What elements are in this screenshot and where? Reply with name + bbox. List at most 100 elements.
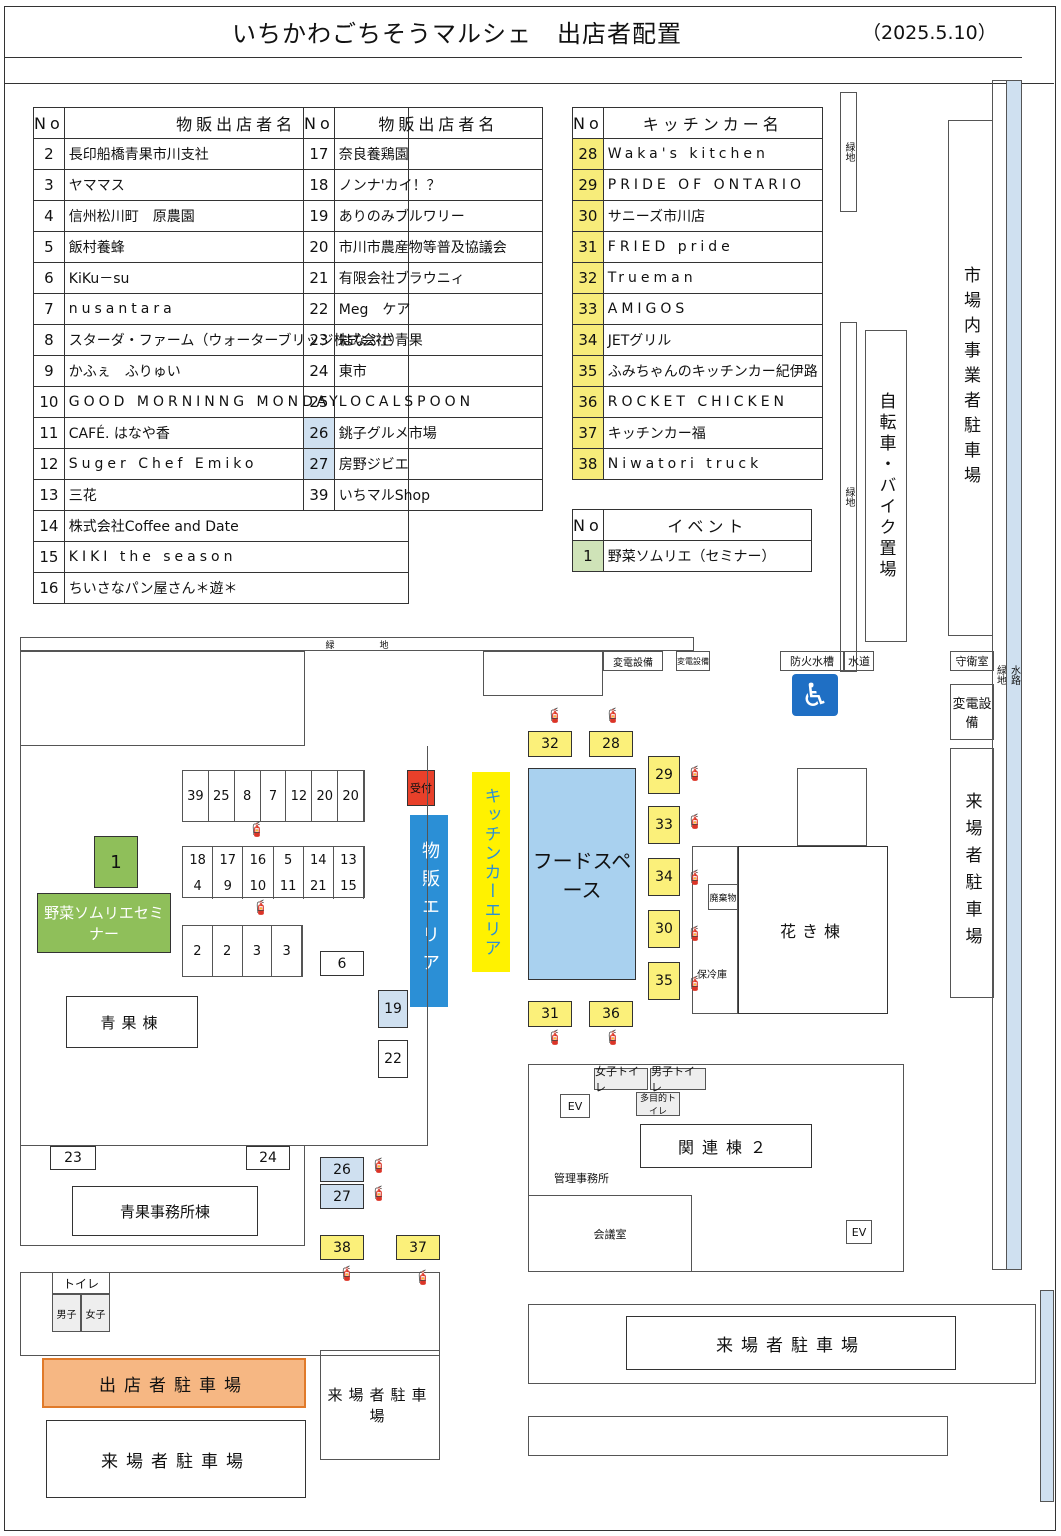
row-name: はなぶさ青果: [333, 324, 544, 356]
stall: 13: [334, 847, 365, 873]
stall: 15: [334, 873, 365, 899]
greenery-strip-mid: 緑地: [840, 322, 857, 672]
visitor-parking-right: 来場者駐車場: [950, 748, 994, 998]
kitchen-car-33: 33: [648, 806, 680, 844]
stall: 12: [286, 771, 313, 821]
row-name: 房野ジビエ: [333, 448, 544, 480]
row-number: 15: [33, 541, 65, 573]
row-name: Trueman: [602, 262, 823, 294]
food-space: フードスペース: [528, 768, 636, 980]
substation-small: 変電設備: [676, 651, 710, 671]
row-name: 銚子グルメ市場: [333, 417, 544, 449]
stall: 10: [243, 873, 274, 899]
fire-extinguisher-icon: 🧯: [248, 822, 266, 838]
seika-lot: [20, 746, 428, 1146]
kitchen-car-34: 34: [648, 858, 680, 896]
waste-storage: 廃棄物: [708, 884, 738, 910]
row-name: 株式会社Coffee and Date: [63, 510, 409, 542]
womens-toilet: 女子トイレ: [594, 1065, 648, 1094]
seika-building: 青果棟: [66, 996, 198, 1048]
fire-extinguisher-icon: 🧯: [604, 1030, 622, 1046]
row-number: 20: [303, 231, 335, 263]
fire-extinguisher-icon: 🧯: [686, 814, 704, 830]
table-header-no: No: [572, 107, 604, 139]
row-number: 16: [33, 572, 65, 604]
stall: 25: [209, 771, 235, 821]
map-frame: [4, 6, 1056, 1531]
row-number: 37: [572, 417, 604, 449]
row-name: キッチンカー福: [602, 417, 823, 449]
bicycle-parking: 自転車・バイク置場: [865, 330, 907, 642]
row-name: FRIED pride: [602, 231, 823, 263]
stall: 3: [243, 926, 273, 976]
row-name: 野菜ソムリエ（セミナー）: [602, 540, 813, 572]
stall: 4: [183, 873, 214, 899]
stall: 20: [338, 771, 365, 821]
kitchen-car-area: キッチンカーエリア: [472, 772, 510, 972]
fire-extinguisher-icon: 🧯: [686, 870, 704, 886]
stall-22: 22: [378, 1040, 408, 1078]
table-header-no: No: [303, 107, 335, 139]
row-number: 5: [33, 231, 65, 263]
row-name: ふみちゃんのキッチンカー紀伊路: [602, 355, 823, 387]
row-number: 19: [303, 200, 335, 232]
row-number: 7: [33, 293, 65, 325]
row-number: 9: [33, 355, 65, 387]
utility-blocks: [483, 651, 603, 696]
title-divider: [4, 57, 1022, 58]
row-name: JETグリル: [602, 324, 823, 356]
annex-top: [797, 768, 867, 846]
event-stall-1: 1: [94, 836, 138, 888]
stall: 3: [272, 926, 302, 976]
row-number: 2: [33, 138, 65, 170]
stall: 39: [183, 771, 209, 821]
parking-grid-bottom: [528, 1416, 948, 1456]
kitchen-car-29: 29: [648, 756, 680, 794]
row-number: 21: [303, 262, 335, 294]
fire-extinguisher-icon: 🧯: [686, 766, 704, 782]
row-number: 23: [303, 324, 335, 356]
flower-building: 花き棟: [738, 846, 888, 1014]
table-header-no: No: [33, 107, 65, 139]
seika-office-lot: [20, 1146, 305, 1246]
row-number: 31: [572, 231, 604, 263]
fire-extinguisher-icon: 🧯: [338, 1266, 356, 1282]
related-building-2-lot: [528, 1064, 904, 1272]
row-name: ありのみブルワリー: [333, 200, 544, 232]
stall-27: 27: [320, 1184, 364, 1209]
market-staff-parking: 市場内事業者駐車場: [948, 120, 993, 636]
stall: 18: [183, 847, 214, 873]
meeting-room: 会議室: [528, 1195, 692, 1272]
row-number: 30: [572, 200, 604, 232]
visitor-parking-middle: 来場者駐車場: [320, 1350, 440, 1460]
row-number: 39: [303, 479, 335, 511]
row-name: 市川市農産物等普及協議会: [333, 231, 544, 263]
row-number: 1: [572, 540, 604, 572]
greenery-strip-top-horizontal: 緑 地: [20, 637, 694, 651]
row-name: サニーズ市川店: [602, 200, 823, 232]
stall: 11: [274, 873, 304, 899]
kitchen-car-30: 30: [648, 910, 680, 948]
row-number: 3: [33, 169, 65, 201]
row-name: AMIGOS: [602, 293, 823, 325]
